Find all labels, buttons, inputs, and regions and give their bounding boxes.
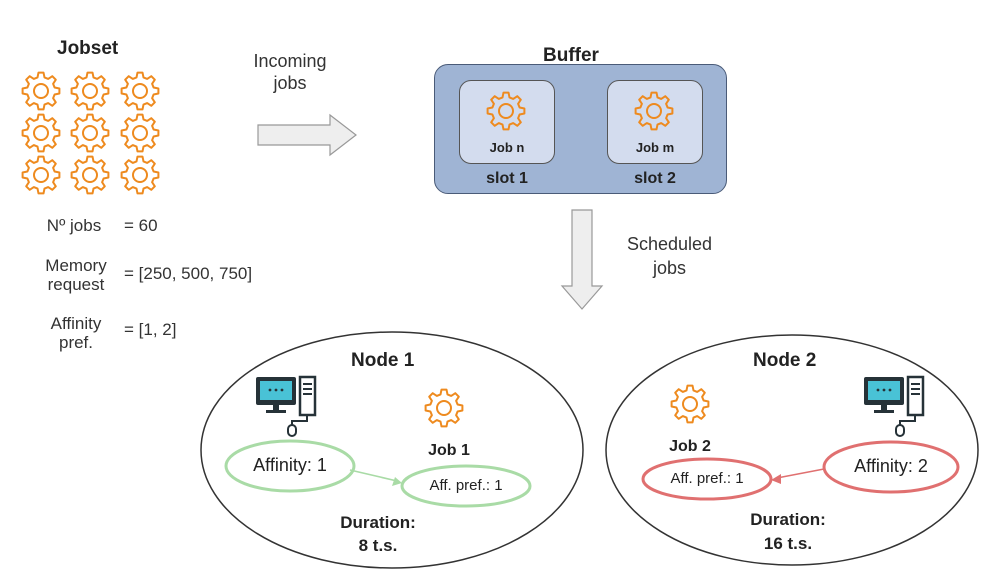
node-2-duration-value: 16 t.s. (763, 534, 813, 553)
node-2-duration-label: Duration: (750, 510, 826, 529)
param-value-affinity: = [1, 2] (124, 320, 177, 339)
param-name-memory: Memory request (45, 256, 107, 294)
buffer-slot-1 (459, 80, 555, 164)
node-2-affinity-oval (822, 440, 960, 494)
param-value-memory: = [250, 500, 750] (124, 264, 253, 283)
param-name-affinity: Affinity pref. (50, 314, 102, 352)
buffer-slot-2-label: slot 2 (634, 170, 676, 187)
node-1-affinity-oval (224, 439, 356, 493)
param-value-njobs: = 60 (124, 216, 158, 235)
node-1-affpref-oval (400, 464, 532, 508)
node-1-job: Job 1 (428, 442, 470, 459)
incoming-jobs-label: Incoming jobs (253, 51, 327, 93)
buffer-slot-1-label: slot 1 (486, 170, 528, 187)
node-1-affpref: Aff. pref.: 1 (429, 477, 503, 494)
param-name-njobs: Nº jobs (46, 216, 102, 235)
jobset-title: Jobset (57, 38, 119, 59)
incoming-arrow (257, 113, 357, 157)
node-2-job: Job 2 (669, 438, 711, 455)
node-2-affpref: Aff. pref.: 1 (670, 470, 744, 487)
node-1-duration-label: Duration: (340, 513, 416, 532)
node-1-duration-value: 8 t.s. (358, 536, 398, 555)
node-1-title: Node 1 (351, 350, 415, 371)
node-2-affinity-arrow (776, 468, 825, 479)
scheduled-jobs-label: Scheduled jobs (626, 234, 713, 278)
node-2-affpref-oval (641, 457, 773, 501)
buffer-slot-1-job: Job n (489, 140, 525, 155)
node-2-affinity: Affinity: 2 (854, 456, 928, 476)
buffer-slot-2 (607, 80, 703, 164)
node-2-title: Node 2 (753, 350, 817, 371)
buffer-slot-2-job: Job m (635, 140, 675, 155)
buffer-title: Buffer (543, 45, 599, 66)
node-1-affinity-arrow (349, 469, 398, 482)
node-1-ellipse (200, 331, 584, 569)
scheduled-arrow (560, 209, 604, 310)
node-1-affinity: Affinity: 1 (253, 455, 327, 475)
